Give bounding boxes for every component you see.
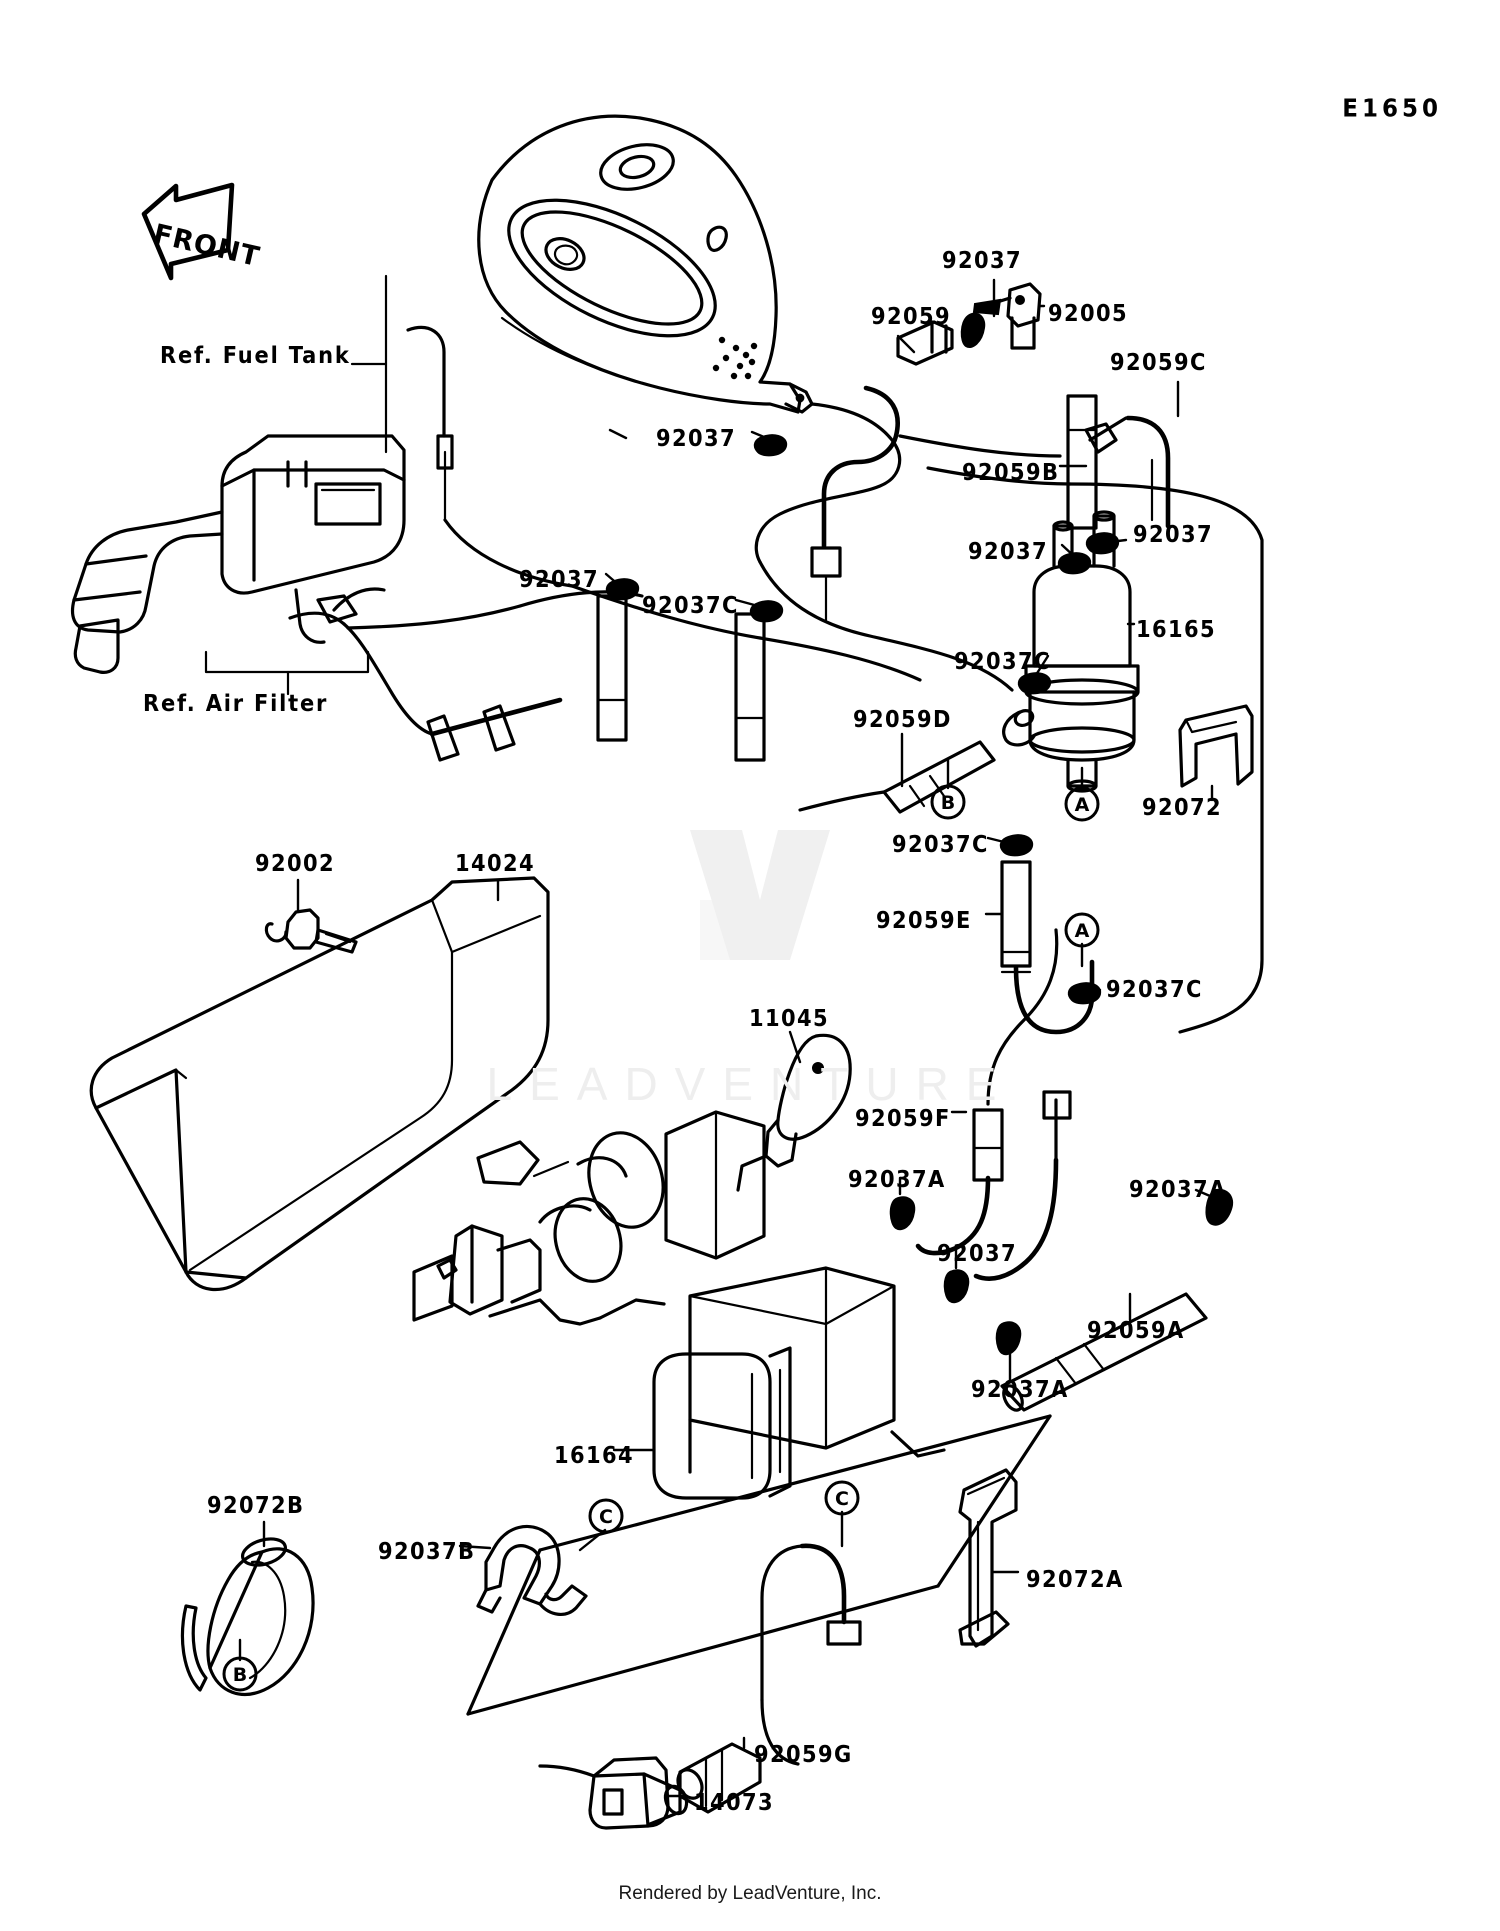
part-label-92037C-mid: 92037C — [892, 830, 989, 858]
hose-92059A — [1000, 1292, 1208, 1412]
svg-text:C: C — [835, 1488, 849, 1510]
clip-92037B — [476, 1524, 588, 1616]
part-label-92037C-pump: 92037C — [954, 647, 1051, 675]
part-label-92059C: 92059C — [1110, 348, 1207, 376]
svg-text:A: A — [1075, 920, 1090, 942]
part-label-92059B: 92059B — [962, 458, 1060, 486]
svg-text:C: C — [599, 1506, 613, 1528]
hose-long-diagonal — [288, 587, 563, 762]
carburetor-assembly — [412, 1110, 766, 1326]
part-label-92002: 92002 — [255, 849, 336, 877]
ref-label-air-filter: Ref. Air Filter — [143, 689, 329, 717]
air-filter-graphic — [70, 434, 406, 674]
part-label-92037-pump-right: 92037 — [1133, 520, 1214, 548]
front-direction-arrow: FRONT — [141, 182, 263, 281]
marker-c-left: C — [588, 1498, 624, 1534]
part-label-92037C-left: 92037C — [642, 591, 739, 619]
joint-92005 — [972, 282, 1042, 350]
part-label-92037A-low: 92037A — [971, 1375, 1069, 1403]
part-label-92072B: 92072B — [207, 1491, 305, 1519]
marker-b-lower: B — [222, 1656, 258, 1692]
part-label-11045: 11045 — [749, 1004, 830, 1032]
hose-92059 — [896, 320, 954, 366]
ref-label-fuel-tank: Ref. Fuel Tank — [160, 341, 351, 369]
part-label-92037-pump-left: 92037 — [968, 537, 1049, 565]
part-label-92059E: 92059E — [876, 906, 972, 934]
marker-c-right: C — [824, 1480, 860, 1516]
part-label-92037-tank: 92037 — [656, 424, 737, 452]
marker-b-upper: B — [930, 784, 966, 820]
fuel-pump-16165 — [1002, 510, 1140, 793]
footer-credit: Rendered by LeadVenture, Inc. — [618, 1883, 882, 1904]
part-label-92037B: 92037B — [378, 1537, 476, 1565]
part-label-14073: 14073 — [694, 1788, 775, 1816]
part-label-92072A: 92072A — [1026, 1565, 1124, 1593]
ref-fuel-tank-bracket — [350, 274, 388, 454]
part-label-92059F: 92059F — [855, 1104, 951, 1132]
part-label-92059D: 92059D — [853, 705, 952, 733]
svg-text:B: B — [233, 1664, 247, 1686]
part-label-92037A-mid: 92037A — [848, 1165, 946, 1193]
clamp-92072A — [958, 1468, 1018, 1648]
part-label-92059A: 92059A — [1087, 1316, 1185, 1344]
part-label-92005: 92005 — [1048, 299, 1129, 327]
part-label-92059: 92059 — [871, 302, 952, 330]
clamps-92037 — [605, 312, 1234, 1356]
hose-92059F — [915, 928, 1059, 1256]
svg-text:A: A — [1075, 794, 1090, 816]
bolt-92002 — [264, 908, 358, 954]
fuel-tank-graphic — [477, 114, 814, 414]
circled-markers: A A B B C C — [222, 784, 1100, 1692]
svg-text:B: B — [941, 792, 955, 814]
part-label-14024: 14024 — [455, 849, 536, 877]
part-label-92037A-right: 92037A — [1129, 1175, 1227, 1203]
canister-16164 — [466, 1266, 1052, 1716]
hose-92059E — [1000, 860, 1095, 1035]
part-label-92059G: 92059G — [754, 1740, 853, 1768]
part-label-92072: 92072 — [1142, 793, 1223, 821]
bracket-92072 — [1178, 704, 1254, 788]
fitting-14073 — [538, 1756, 689, 1830]
part-label-16165: 16165 — [1136, 615, 1217, 643]
hose-92059D — [798, 740, 996, 814]
hose-92059C — [1084, 415, 1171, 529]
evap-routing-lines — [346, 482, 1264, 1034]
clamp-92072B — [180, 1537, 315, 1696]
hose-bottom-c — [760, 1543, 862, 1766]
tank-shading — [712, 336, 758, 380]
air-cleaner-cover-14024 — [89, 876, 550, 1292]
part-label-92037C-low: 92037C — [1106, 975, 1203, 1003]
fuel-hose-network-upper — [406, 325, 1072, 622]
hose-right-elbow — [973, 1090, 1072, 1281]
marker-a-upper: A — [1064, 786, 1100, 822]
sheet-code: E1650 — [1342, 94, 1442, 124]
bracket-11045 — [736, 1033, 852, 1192]
part-label-92037-upper: 92037 — [942, 246, 1023, 274]
part-label-92037-left: 92037 — [519, 565, 600, 593]
part-label-92037-bottom: 92037 — [937, 1239, 1018, 1267]
hose-92059B — [1066, 394, 1098, 530]
hose-segments-mid — [596, 594, 766, 762]
marker-a-lower: A — [1064, 912, 1100, 948]
part-label-16164: 16164 — [554, 1441, 635, 1469]
ref-air-filter-bracket — [204, 650, 370, 696]
